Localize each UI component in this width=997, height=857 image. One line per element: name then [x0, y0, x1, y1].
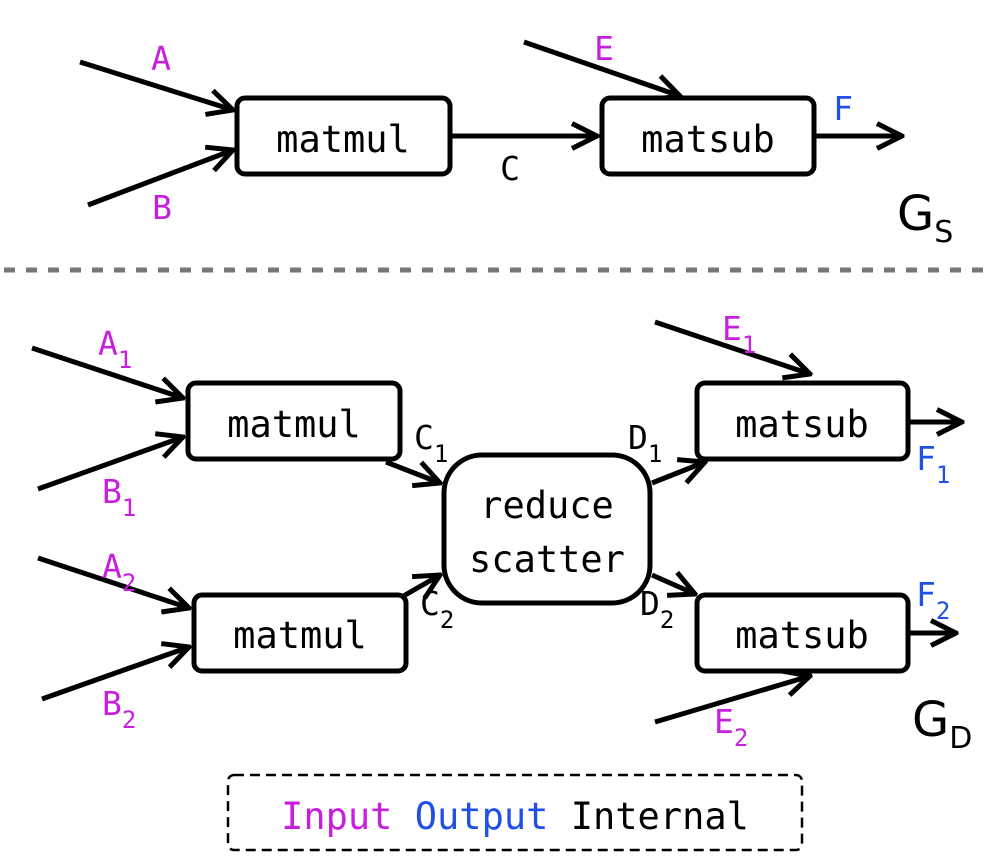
- graph-s-label: GS: [897, 186, 953, 250]
- node-matsub-2: [694, 592, 911, 674]
- edge-e-arrow: [523, 39, 680, 96]
- edge-e1-arrow: [654, 319, 810, 374]
- edge-label-a: A: [151, 39, 171, 78]
- edge-b-arrow: [87, 150, 233, 208]
- graph-d: matmul matmul reduce scatter matsub mats…: [31, 309, 972, 756]
- legend: Input Output Internal: [226, 773, 804, 852]
- edge-c2-arrow: [398, 575, 440, 601]
- edge-label-d1: D1: [628, 418, 662, 468]
- edge-label-c2: C2: [420, 584, 454, 634]
- edge-d1-arrow: [651, 462, 705, 486]
- edge-label-e: E: [594, 29, 614, 68]
- edge-b2-arrow: [41, 647, 189, 702]
- node-matmul-2-label: matmul: [233, 614, 367, 657]
- edge-label-f2: F2: [916, 575, 950, 625]
- node-matsub-2-label: matsub: [735, 614, 869, 657]
- node-reduce-scatter-line1: reduce: [480, 484, 614, 527]
- node-matsub-1: [694, 380, 911, 462]
- graph-s: matmul matsub A B C E F GS: [79, 29, 953, 250]
- node-matsub-1-label: matsub: [735, 403, 869, 446]
- node-matmul-2: [191, 592, 409, 674]
- edge-label-f1: F1: [916, 439, 950, 489]
- edge-label-b: B: [152, 188, 172, 227]
- edge-label-f: F: [833, 89, 853, 128]
- edge-label-b2: B2: [102, 684, 136, 734]
- edge-label-e1: E1: [722, 309, 756, 359]
- edge-label-e2: E2: [714, 702, 748, 752]
- node-reduce-scatter: [441, 452, 653, 606]
- edge-label-c1: C1: [414, 418, 448, 468]
- node-reduce-scatter-line2: scatter: [469, 538, 625, 581]
- legend-internal: Internal: [571, 795, 749, 838]
- edge-label-b1: B1: [102, 472, 136, 522]
- edge-label-d2: D2: [640, 584, 674, 634]
- node-matmul-label: matmul: [276, 118, 410, 161]
- legend-input: Input: [281, 795, 392, 838]
- node-matmul: [234, 95, 453, 177]
- legend-frame: [226, 773, 804, 852]
- edge-c1-arrow: [385, 459, 440, 483]
- edge-a-arrow: [79, 59, 233, 110]
- graph-d-label: GD: [912, 692, 972, 756]
- legend-text: Input Output Internal: [281, 795, 749, 838]
- node-matsub-label: matsub: [641, 118, 775, 161]
- edge-label-a2: A2: [102, 547, 136, 597]
- edge-label-c: C: [500, 149, 520, 188]
- edge-e2-arrow: [654, 676, 810, 725]
- edge-b1-arrow: [37, 437, 183, 492]
- node-matmul-1-label: matmul: [227, 403, 361, 446]
- node-matsub: [599, 95, 817, 177]
- edge-a2-arrow: [37, 555, 189, 608]
- edge-label-a1: A1: [98, 324, 132, 374]
- legend-output: Output: [415, 795, 549, 838]
- edge-d2-arrow: [650, 575, 695, 594]
- edge-a1-arrow: [31, 345, 183, 398]
- node-matmul-1: [185, 380, 403, 462]
